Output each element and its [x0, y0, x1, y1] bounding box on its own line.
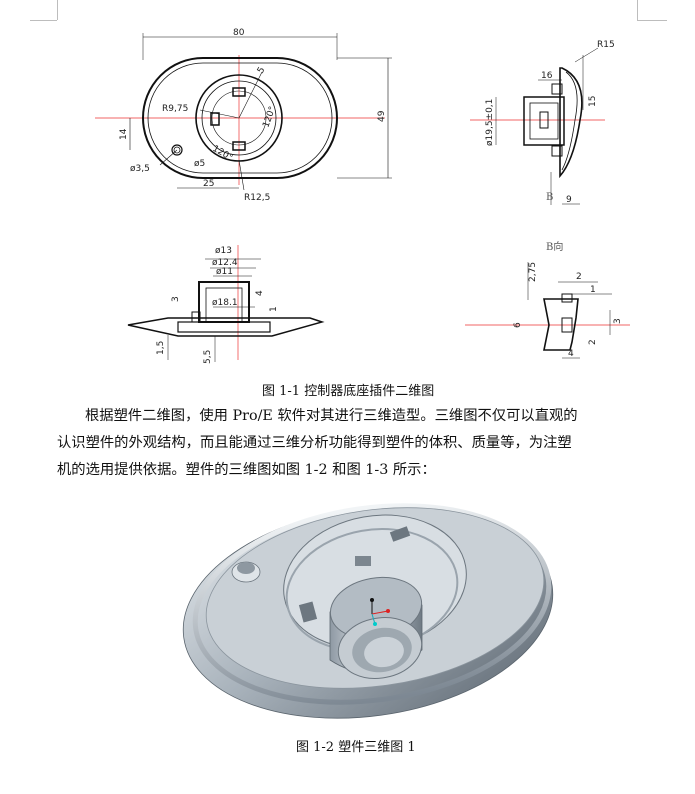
- dim-16: 16: [541, 71, 553, 81]
- figure2-3d-render: [182, 503, 554, 719]
- dim-dia11: ø11: [216, 267, 233, 277]
- figure1-caption: 图 1-1 控制器底座插件二维图: [262, 384, 435, 399]
- figure2-caption: 图 1-2 塑件三维图 1: [296, 740, 416, 755]
- paragraph-line-3: 机的选用提供依据。塑件的三维图如图 1-2 和图 1-3 所示：: [57, 462, 436, 478]
- dim-1: 1: [269, 306, 279, 312]
- body-paragraph: 根据塑件二维图，使用 Pro/E 软件对其进行三维造型。三维图不仅可以直观的 认…: [57, 403, 637, 484]
- dim-4: 4: [255, 290, 265, 296]
- b-view-title: B向: [546, 240, 563, 253]
- dim-dia12-4: ø12.4: [212, 258, 238, 268]
- dim-dia19-5: ø19,5±0,1: [485, 99, 495, 146]
- side-view-drawing: 16 15 R15 ø19,5±0,1 B 9: [470, 40, 615, 205]
- dim-r15: R15: [597, 40, 615, 50]
- dim-25: 25: [203, 179, 214, 189]
- top-view-drawing: 80 49 14 25 R9,75 ø3,5 ø5 R12,5 120° 120…: [95, 28, 392, 203]
- dim-3b: 3: [613, 318, 623, 324]
- page-corner-mark-right: [637, 0, 638, 20]
- dim-4b: 4: [568, 349, 574, 359]
- dim-14: 14: [119, 128, 129, 140]
- paragraph-line-1: 根据塑件二维图，使用 Pro/E 软件对其进行三维造型。三维图不仅可以直观的: [85, 408, 578, 424]
- dim-1b: 1: [590, 285, 596, 295]
- dim-dia18-1: ø18.1: [212, 298, 238, 308]
- dim-r9-75: R9,75: [162, 104, 188, 114]
- dim-2: 2: [576, 272, 582, 282]
- dim-80: 80: [233, 28, 245, 38]
- dim-1-5: 1,5: [156, 341, 166, 355]
- dim-3: 3: [171, 296, 181, 302]
- dim-49: 49: [377, 110, 387, 122]
- dim-2-75: 2,75: [528, 262, 538, 282]
- dim-2b: 2: [588, 339, 598, 345]
- dim-5-5: 5,5: [203, 350, 213, 364]
- dim-dia3-5: ø3,5: [130, 164, 150, 174]
- b-view-drawing: B向 2,75 2 1 6 3 2 4: [465, 240, 630, 359]
- dim-9: 9: [566, 195, 572, 205]
- dim-5: 5: [256, 66, 268, 76]
- page-corner-mark-left: [57, 0, 58, 20]
- dim-dia13: ø13: [215, 246, 232, 256]
- dim-6: 6: [513, 322, 523, 328]
- dim-dia5: ø5: [194, 159, 205, 169]
- page-corner-mark-right-h: [637, 20, 667, 21]
- dim-15: 15: [588, 96, 598, 107]
- dim-r12-5: R12,5: [244, 193, 270, 203]
- section-view-drawing: ø13 ø12.4 ø11 3 4 ø18.1 1 1,5 5,5: [127, 245, 325, 364]
- label-b-arrow: B: [546, 192, 553, 203]
- dim-angle-120b: 120°: [211, 144, 235, 164]
- page-corner-mark-left-h: [30, 20, 57, 21]
- paragraph-line-2: 认识塑件的外观结构，而且能通过三维分析功能得到塑件的体积、质量等，为注塑: [57, 435, 572, 451]
